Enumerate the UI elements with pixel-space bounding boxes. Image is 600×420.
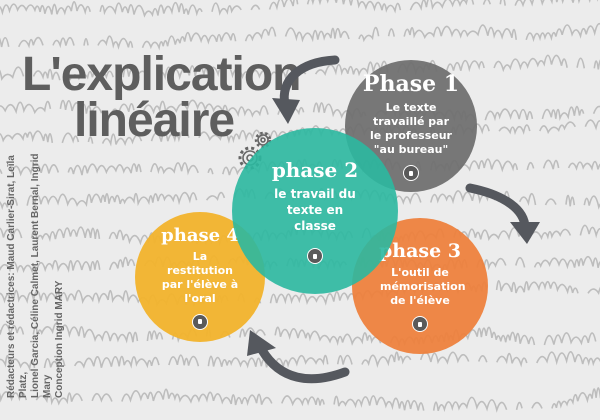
arrow-top xyxy=(279,55,340,110)
page-title: L'explication linéaire xyxy=(22,51,301,147)
phase-4-text: La restitution par l'élève à l'oral xyxy=(161,249,239,305)
phase-3-label: phase 3 xyxy=(378,240,462,262)
phase-1-label: Phase 1 xyxy=(362,71,460,97)
arrow-top-head xyxy=(272,98,300,124)
phase-1-text: Le texte travaillé par le professeur "au… xyxy=(370,101,452,156)
handwriting-stroke xyxy=(0,0,599,18)
credits: Rédacteurs et rédactrices: Maud Carlier-… xyxy=(6,153,66,398)
phase-3-text: L'outil de mémorisation de l'élève xyxy=(380,266,466,307)
credits-line-2: Lionel Garcia, Céline Calmet, Laurent Be… xyxy=(30,153,53,398)
zoom-icon[interactable] xyxy=(403,165,419,181)
title-line-1: L'explication xyxy=(22,48,301,101)
handwriting-stroke xyxy=(0,22,600,51)
zoom-icon[interactable] xyxy=(192,313,208,330)
zoom-icon[interactable] xyxy=(307,248,323,264)
arrow-right-head xyxy=(510,222,540,244)
zoom-icon[interactable] xyxy=(412,316,428,332)
phase-2-circle[interactable]: phase 2 le travail du texte en classe xyxy=(232,128,398,294)
title-line-2: linéaire xyxy=(74,94,235,147)
credits-line-3: Conception Ingrid MARY xyxy=(54,280,65,398)
credits-line-1: Rédacteurs et rédactrices: Maud Carlier-… xyxy=(6,155,29,398)
phase-2-text: le travail du texte en classe xyxy=(274,187,356,233)
arrow-bottom-head xyxy=(247,330,276,356)
arrow-bottom xyxy=(257,345,350,384)
phase-2-label: phase 2 xyxy=(271,158,359,182)
phase-4-label: phase 4 xyxy=(161,224,239,246)
